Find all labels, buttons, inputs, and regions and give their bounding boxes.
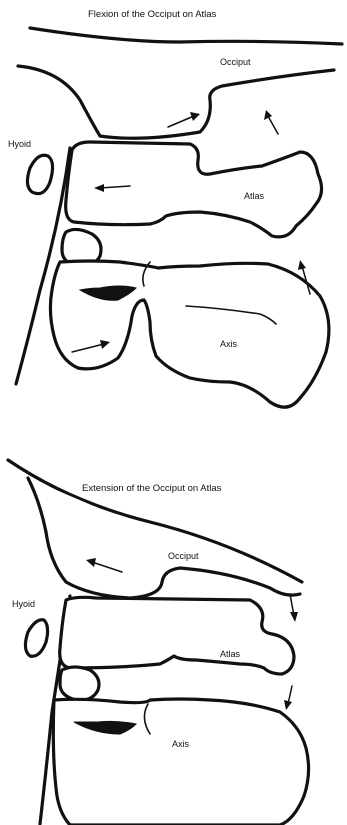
occiput-bone [18, 66, 334, 138]
hyoid-bone [25, 620, 47, 656]
arrow-down-icon [284, 686, 292, 710]
hyoid-label: Hyoid [12, 600, 35, 609]
flexion-panel: Flexion of the Occiput on Atlas Occiput … [0, 0, 347, 412]
dens [60, 667, 99, 700]
atlas-label: Atlas [244, 192, 264, 201]
axis-label: Axis [220, 340, 237, 349]
panel-title: Extension of the Occiput on Atlas [82, 484, 221, 494]
hyoid-label: Hyoid [8, 140, 31, 149]
atlas-bone [66, 142, 322, 237]
skull-outline [30, 28, 342, 44]
flexion-diagram [0, 0, 347, 412]
extension-panel: Extension of the Occiput on Atlas Occipu… [0, 412, 347, 825]
occiput-bone [28, 478, 300, 598]
arrow-down-icon [290, 594, 298, 622]
hyoid-bone [27, 155, 52, 193]
occiput-label: Occiput [168, 552, 199, 561]
arrow-up-icon [264, 110, 278, 134]
extension-diagram [0, 412, 347, 825]
panel-title: Flexion of the Occiput on Atlas [88, 10, 216, 20]
axis-bone [53, 699, 308, 825]
atlas-bone [60, 597, 294, 674]
axis-label: Axis [172, 740, 189, 749]
atlas-label: Atlas [220, 650, 240, 659]
occiput-label: Occiput [220, 58, 251, 67]
axis-bone [50, 261, 329, 407]
